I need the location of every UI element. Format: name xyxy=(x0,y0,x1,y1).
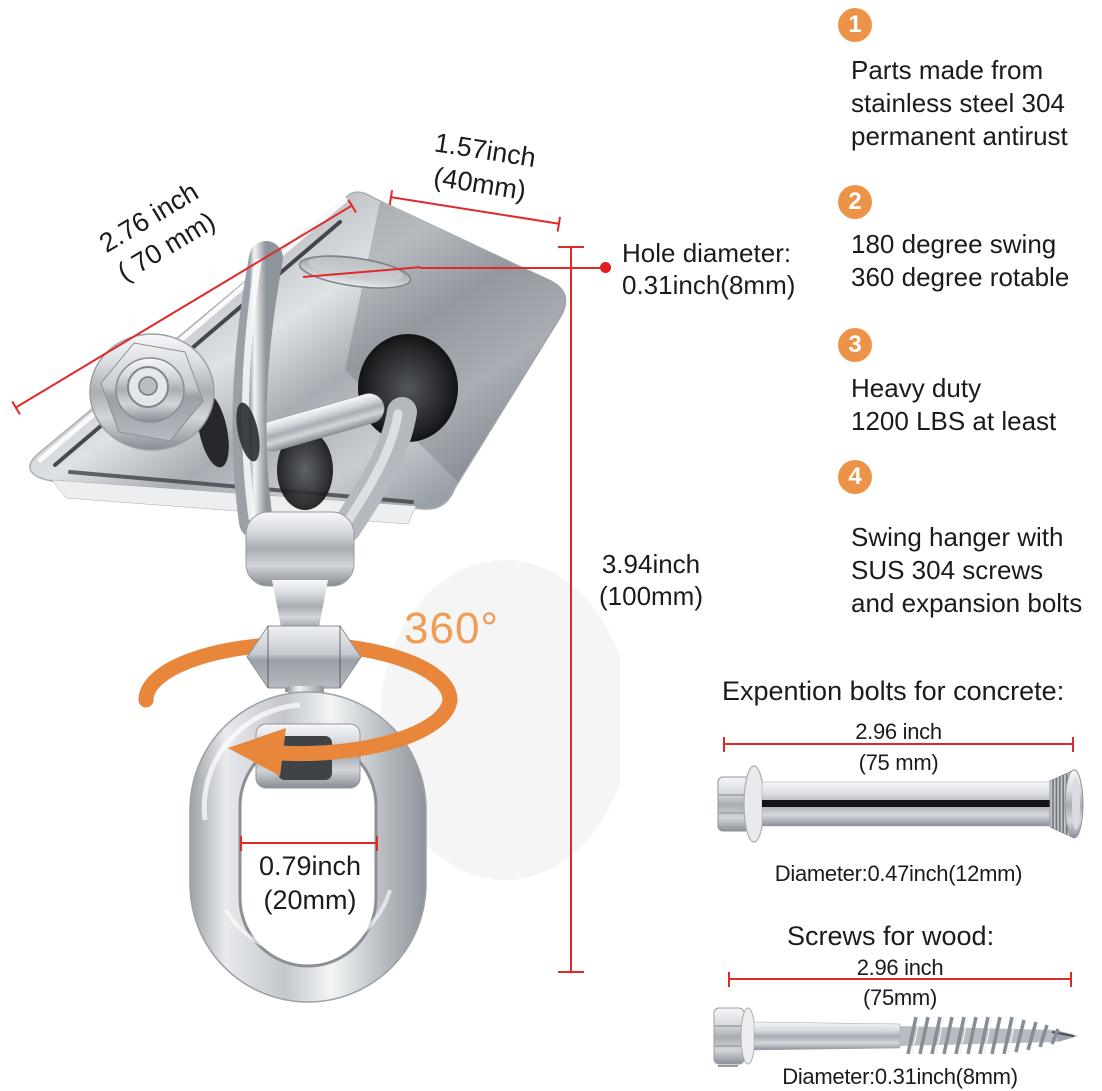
feature-2-line1: 180 degree swing xyxy=(851,229,1057,259)
swing-hanger-illustration xyxy=(29,191,620,1003)
ring-width-line2: (20mm) xyxy=(263,885,357,915)
yoke-front-arm-highlight xyxy=(241,258,262,522)
feature-4-line1: Swing hanger with xyxy=(851,522,1064,552)
expansion-bolt-dimension-line xyxy=(723,737,1074,752)
expansion-bolt-length-line2: (75 mm) xyxy=(858,750,939,775)
feature-3-line2: 1200 LBS at least xyxy=(851,406,1057,436)
feature-1-line2: stainless steel 304 xyxy=(851,88,1065,118)
feature-3-line1: Heavy duty xyxy=(851,373,982,403)
wood-screw-diameter-label: Diameter:0.31inch(8mm) xyxy=(782,1064,1018,1089)
feature-1-line3: permanent antirust xyxy=(851,121,1068,151)
ring-width-line1: 0.79inch xyxy=(258,851,362,881)
feature-4-line2: SUS 304 screws xyxy=(851,555,1044,585)
expansion-bolt-length-line1: 2.96 inch xyxy=(855,719,942,744)
height-line2: (100mm) xyxy=(598,581,703,611)
hole-label-line2: 0.31inch(8mm) xyxy=(622,270,796,300)
height-dimension-line xyxy=(558,246,584,973)
plate-bolt-nut xyxy=(89,333,260,468)
yoke-front-arm xyxy=(232,241,283,539)
feature-2-line2: 360 degree rotable xyxy=(851,262,1070,292)
feature-1-badge: 1 xyxy=(838,8,872,42)
ring-width-label: 0.79inch (20mm) xyxy=(247,849,373,917)
wood-screw-title: Screws for wood: xyxy=(787,921,995,951)
wood-screw-illustration xyxy=(713,1007,1078,1067)
expansion-bolt-title: Expention bolts for concrete: xyxy=(722,676,1065,706)
feature-4-badge: 4 xyxy=(838,460,872,494)
expansion-bolt-illustration xyxy=(717,765,1084,843)
feature-1-line1: Parts made from xyxy=(851,55,1044,85)
wood-screw-length-line2: (75mm) xyxy=(863,985,937,1010)
feature-4-line3: and expansion bolts xyxy=(851,588,1083,618)
rotation-arrow-front xyxy=(254,692,458,762)
feature-2-badge: 2 xyxy=(838,185,872,219)
hole-label-line1: Hole diameter: xyxy=(622,238,792,268)
rotation-arrowhead-icon xyxy=(228,728,286,776)
hole-label: Hole diameter: 0.31inch(8mm) xyxy=(622,237,795,301)
pivot-opening xyxy=(358,334,458,442)
hole-pointer-line xyxy=(420,267,606,269)
feature-3-badge: 3 xyxy=(838,328,872,362)
height-line1: 3.94inch xyxy=(601,549,701,579)
rotation-label: 360° xyxy=(404,604,500,653)
wood-screw-dimension-line xyxy=(728,972,1072,987)
yoke-rear-arm-highlight xyxy=(341,409,403,529)
height-label: 3.94inch (100mm) xyxy=(586,548,716,612)
hole-pointer-dot xyxy=(600,262,611,273)
swivel-hub xyxy=(245,511,355,632)
soft-shadow xyxy=(380,560,620,880)
expansion-bolt-diameter-label: Diameter:0.47inch(12mm) xyxy=(774,861,1023,886)
wood-screw-length-line1: 2.96 inch xyxy=(856,955,944,980)
ring-width-dimension-line xyxy=(240,836,378,851)
yoke-gap xyxy=(277,430,333,510)
